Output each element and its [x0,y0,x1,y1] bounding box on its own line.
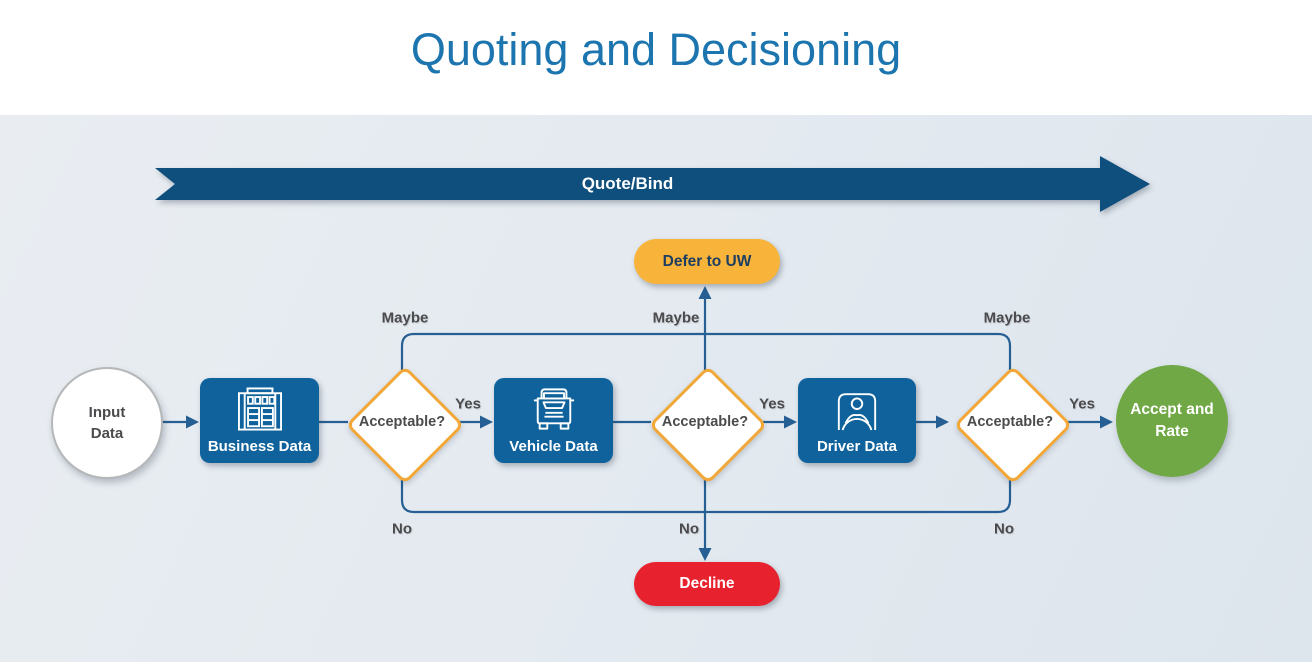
accept-and-rate-node: Accept and Rate [1116,365,1228,477]
decline-label: Decline [679,575,735,592]
edge-label-no-2: No [679,520,699,538]
defer-to-uw-node: Defer to UW [634,239,780,284]
edge-label-no-3: No [994,520,1014,538]
building-icon [235,387,285,431]
edge-label-maybe-3: Maybe [983,309,1031,327]
edge-label-yes-3: Yes [1069,395,1095,413]
quote-bind-banner: Quote/Bind [155,156,1150,212]
vehicle-data-label: Vehicle Data [509,438,598,455]
input-data-node: Input Data [51,367,163,479]
truck-icon [529,387,579,431]
flow-panel: Quote/Bind Defer to UW [0,115,1312,662]
accept-and-rate-label: Accept and Rate [1130,401,1214,440]
edge-label-yes-1: Yes [455,395,481,413]
driver-data-node: Driver Data [798,378,916,463]
business-data-label: Business Data [207,438,312,455]
edge-label-yes-2: Yes [759,395,785,413]
business-data-node: Business Data [200,378,319,463]
page-title: Quoting and Decisioning [410,24,902,75]
quote-bind-label: Quote/Bind [581,174,674,193]
vehicle-data-node: Vehicle Data [494,378,613,463]
driver-icon [832,387,882,431]
edge-label-maybe-2: Maybe [652,309,700,327]
decision-label-2: Acceptable? [661,414,749,430]
edge-label-no-1: No [392,520,412,538]
edge-label-maybe-1: Maybe [381,309,429,327]
input-data-label: Input Data [88,404,126,442]
decision-label-1: Acceptable? [358,414,446,430]
decision-label-3: Acceptable? [966,414,1054,430]
driver-data-label: Driver Data [816,438,898,455]
decline-node: Decline [634,562,780,606]
defer-to-uw-label: Defer to UW [662,252,752,270]
flow-connectors [160,286,1113,561]
